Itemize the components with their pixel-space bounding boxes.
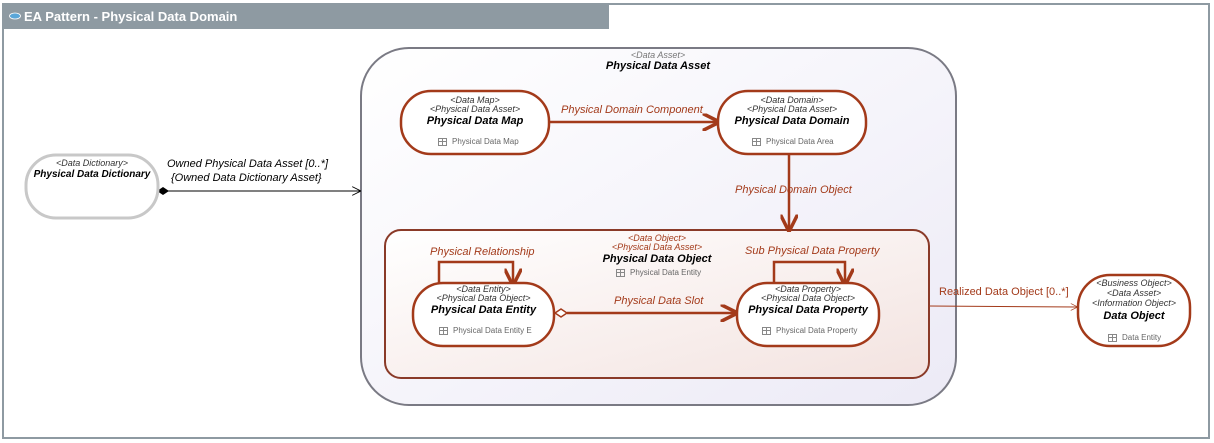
realized-label: Realized Data Object [0..*]	[939, 286, 1069, 298]
entity-name: Physical Data Entity	[430, 304, 537, 316]
aggregation-diamond	[553, 308, 569, 318]
realized-edge[interactable]	[928, 306, 1077, 307]
property-stereotype-1: <Data Property>	[774, 284, 842, 294]
dictionary-name: Physical Data Dictionary	[33, 169, 151, 180]
object-subitem-label: Physical Data Entity	[630, 268, 702, 277]
property-name: Physical Data Property	[748, 304, 868, 316]
property-subitem: Physical Data Property	[762, 326, 857, 335]
table-icon	[438, 137, 447, 146]
asset-stereotype: <Data Asset>	[630, 50, 686, 60]
diagram-title-tab: EA Pattern - Physical Data Domain	[2, 3, 609, 29]
asset-name: Physical Data Asset	[605, 60, 711, 72]
physical-data-property-node[interactable]	[735, 281, 881, 348]
diagram-icon	[9, 12, 21, 20]
entity-stereotype-1: <Data Entity>	[456, 284, 511, 294]
map-subitem: Physical Data Map	[438, 137, 519, 146]
domain-stereotype-2: <Physical Data Asset>	[746, 104, 838, 114]
table-icon	[1108, 333, 1117, 342]
owned-asset-constraint-label: {Owned Data Dictionary Asset}	[171, 172, 322, 184]
object-name: Physical Data Object	[602, 253, 712, 265]
business-subitem-label: Data Entity	[1122, 333, 1162, 342]
relationship-edge[interactable]	[437, 260, 513, 284]
domain-subitem-label: Physical Data Area	[766, 137, 834, 146]
business-subitem: Data Entity	[1108, 333, 1161, 342]
map-subitem-label: Physical Data Map	[452, 137, 519, 146]
dictionary-stereotype: <Data Dictionary>	[55, 158, 129, 168]
object-subitem: Physical Data Entity	[616, 268, 701, 277]
map-stereotype-1: <Data Map>	[450, 95, 500, 105]
entity-stereotype-2: <Physical Data Object>	[436, 293, 531, 303]
map-name: Physical Data Map	[426, 115, 524, 127]
physical-data-dictionary-node[interactable]	[24, 153, 160, 220]
owned-asset-label: Owned Physical Data Asset [0..*]	[167, 158, 328, 170]
sub-property-label: Sub Physical Data Property	[745, 245, 880, 257]
business-stereotype-1: <Business Object>	[1096, 278, 1172, 288]
table-icon	[616, 268, 625, 277]
physical-data-entity-node[interactable]	[411, 281, 556, 348]
map-stereotype-2: <Physical Data Asset>	[429, 104, 521, 114]
diagram-title: EA Pattern - Physical Data Domain	[24, 9, 238, 24]
object-stereotype-2: <Physical Data Asset>	[611, 242, 703, 252]
table-icon	[439, 326, 448, 335]
domain-component-label: Physical Domain Component	[561, 104, 703, 116]
sub-property-edge[interactable]	[772, 260, 845, 284]
business-name: Data Object	[1103, 310, 1165, 322]
property-stereotype-2: <Physical Data Object>	[760, 293, 856, 303]
table-icon	[762, 326, 771, 335]
domain-stereotype-1: <Data Domain>	[760, 95, 824, 105]
property-subitem-label: Physical Data Property	[776, 326, 858, 335]
data-object-node[interactable]	[1076, 273, 1192, 348]
entity-subitem: Physical Data Entity E	[439, 326, 532, 335]
object-stereotype-1: <Data Object>	[627, 233, 687, 243]
data-slot-label: Physical Data Slot	[614, 295, 704, 307]
domain-name: Physical Data Domain	[734, 115, 850, 127]
domain-object-label: Physical Domain Object	[735, 184, 852, 196]
relationship-label: Physical Relationship	[430, 246, 535, 258]
composition-diamond	[157, 187, 169, 195]
entity-subitem-label: Physical Data Entity E	[453, 326, 532, 335]
table-icon	[752, 137, 761, 146]
domain-subitem: Physical Data Area	[752, 137, 834, 146]
business-stereotype-3: <Information Object>	[1091, 298, 1177, 308]
business-stereotype-2: <Data Asset>	[1106, 288, 1162, 298]
